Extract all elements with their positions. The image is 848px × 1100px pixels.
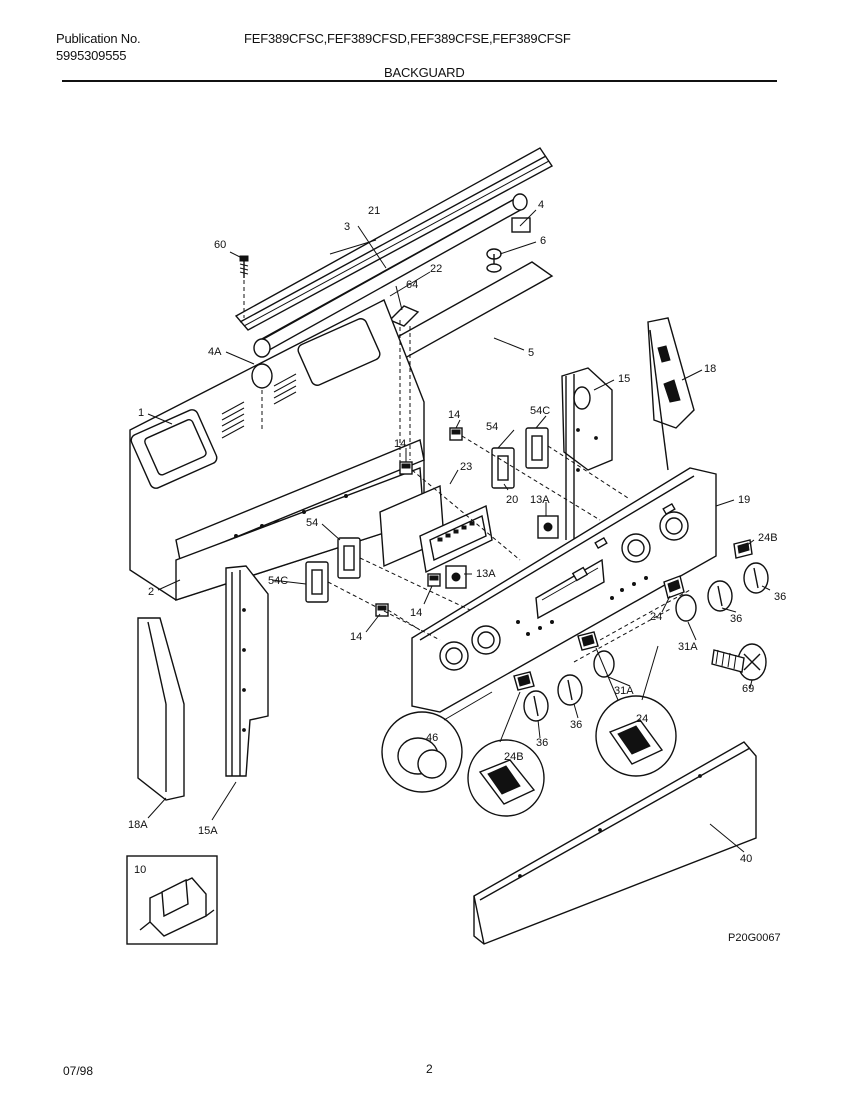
control-panel-19-part — [411, 467, 717, 713]
inset-box-10 — [126, 855, 218, 945]
callout-14-lower-b: 14 — [350, 631, 362, 643]
detail-circle-24b — [467, 739, 545, 817]
callout-40: 40 — [740, 853, 752, 865]
switch-14-lower-b — [375, 603, 389, 617]
callout-64: 64 — [406, 279, 418, 291]
rocker-24-small — [663, 575, 685, 599]
rocker-24b-panel — [513, 671, 535, 691]
callout-15: 15 — [618, 373, 630, 385]
switch-13a-left — [445, 565, 467, 589]
detail-circle-46 — [381, 711, 463, 793]
callout-46: 46 — [426, 732, 438, 744]
callout-24-detail: 24 — [636, 713, 648, 725]
side-trim-18a-part — [137, 617, 185, 801]
callout-2: 2 — [148, 586, 154, 598]
callout-13a-right: 13A — [530, 494, 550, 506]
callout-36-c: 36 — [570, 719, 582, 731]
callout-14-mid: 14 — [394, 438, 406, 450]
callout-22: 22 — [430, 263, 442, 275]
side-channel-15a-part — [225, 565, 269, 777]
callout-24b-detail: 24B — [504, 751, 524, 763]
callout-4: 4 — [538, 199, 544, 211]
publication-number: 5995309555 — [56, 48, 127, 63]
callout-18: 18 — [704, 363, 716, 375]
callout-14-lower-a: 14 — [410, 607, 422, 619]
callout-6: 6 — [540, 235, 546, 247]
leader-lines — [147, 209, 771, 853]
callout-54c-left: 54C — [268, 575, 288, 587]
switch-54-left — [337, 537, 361, 579]
callout-24b-small: 24B — [758, 532, 778, 544]
screw-69-part — [711, 643, 767, 681]
callout-31a-a: 31A — [678, 641, 698, 653]
assembly-guides — [327, 435, 691, 663]
callout-36-a: 36 — [774, 591, 786, 603]
switch-13a-right — [537, 515, 559, 539]
callout-18a: 18A — [128, 819, 148, 831]
switch-14-mid — [399, 461, 413, 475]
callout-19: 19 — [738, 494, 750, 506]
callout-labels: 1 2 3 4 4A 5 6 10 13A 13A 14 14 14 14 15… — [128, 199, 786, 876]
callout-14-upper: 14 — [448, 409, 460, 421]
callout-54-right: 54 — [486, 421, 498, 433]
knob-36-d — [523, 690, 549, 722]
callout-54-left: 54 — [306, 517, 318, 529]
rocker-24b-small — [733, 539, 753, 559]
switch-54c-right — [525, 427, 549, 469]
detail-circle-24 — [595, 695, 677, 777]
callout-31a-b: 31A — [614, 685, 634, 697]
callout-1: 1 — [138, 407, 144, 419]
callout-15a: 15A — [198, 825, 218, 837]
callout-69: 69 — [742, 683, 754, 695]
clock-timer-23-part — [379, 484, 493, 574]
header-rule — [62, 80, 777, 82]
end-cap-4a-part — [251, 363, 273, 430]
callout-54c-right: 54C — [530, 405, 550, 417]
callout-10: 10 — [134, 864, 146, 876]
callout-21: 21 — [368, 205, 380, 217]
knob-36-c — [557, 674, 583, 706]
knob-36-b — [707, 580, 733, 612]
callout-13a-left: 13A — [476, 568, 496, 580]
knob-31a-a — [675, 594, 697, 622]
callout-20: 20 — [506, 494, 518, 506]
callout-60: 60 — [214, 239, 226, 251]
figure-code: P20G0067 — [728, 932, 781, 944]
trim-40-part — [473, 741, 757, 945]
footer-date: 07/98 — [63, 1064, 94, 1078]
knob-36-a — [743, 562, 769, 594]
footer-page-number: 2 — [426, 1062, 433, 1076]
switch-54c-left — [305, 561, 329, 603]
model-numbers: FEF389CFSC,FEF389CFSD,FEF389CFSE,FEF389C… — [244, 31, 571, 46]
callout-36-b: 36 — [730, 613, 742, 625]
callout-5: 5 — [528, 347, 534, 359]
section-title: BACKGUARD — [384, 65, 465, 80]
top-trim-part — [234, 147, 554, 331]
callout-36-d: 36 — [536, 737, 548, 749]
knob-31a-b — [593, 650, 615, 678]
rocker-24-panel — [577, 631, 599, 651]
callout-3: 3 — [344, 221, 350, 233]
side-bracket-15-part — [561, 367, 613, 540]
screw-60-part — [239, 255, 249, 318]
side-bracket-18-part — [647, 317, 695, 471]
callout-24-small: 24 — [650, 611, 662, 623]
switch-14-upper — [449, 427, 463, 441]
callout-4a: 4A — [208, 346, 222, 358]
switch-54-right — [491, 447, 515, 489]
switch-14-lower-a — [427, 573, 441, 587]
callout-23: 23 — [460, 461, 472, 473]
publication-label: Publication No. — [56, 31, 141, 46]
